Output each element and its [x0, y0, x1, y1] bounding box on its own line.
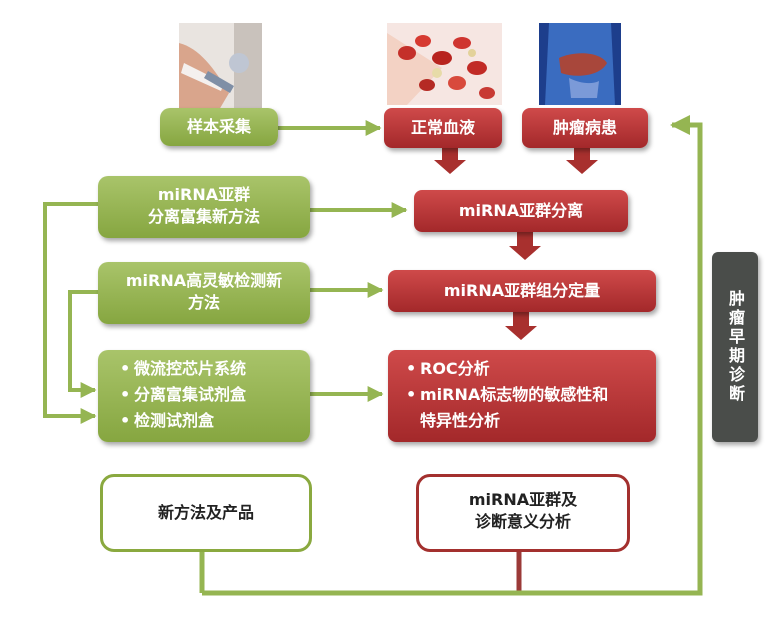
product-item: 微流控芯片系统: [120, 356, 310, 382]
analysis-list: ROC分析 miRNA标志物的敏感性和: [406, 356, 656, 408]
analysis-box: ROC分析 miRNA标志物的敏感性和 特异性分析: [388, 350, 656, 442]
detection-method-box: miRNA高灵敏检测新 方法: [98, 262, 310, 324]
products-list: 微流控芯片系统 分离富集试剂盒 检测试剂盒: [120, 356, 310, 434]
normal-blood-box: 正常血液: [384, 108, 502, 148]
sample-collection-box: 样本采集: [160, 108, 278, 146]
early-diagnosis-label: 肿瘤早期诊断: [726, 290, 745, 404]
early-diagnosis-panel: 肿瘤早期诊断: [712, 252, 758, 442]
blood-cells-photo: [387, 23, 502, 105]
products-box: 微流控芯片系统 分离富集试剂盒 检测试剂盒: [98, 350, 310, 442]
normal-blood-label: 正常血液: [410, 118, 475, 137]
enrichment-method-box: miRNA亚群 分离富集新方法: [98, 176, 310, 238]
separation-label: miRNA亚群分离: [458, 201, 584, 220]
detection-method-line1: miRNA高灵敏检测新: [125, 271, 283, 290]
diagnosis-line1: miRNA亚群及: [468, 490, 578, 509]
tumor-patient-box: 肿瘤病患: [522, 108, 648, 148]
analysis-item: ROC分析: [406, 356, 656, 382]
diagnosis-line2: 诊断意义分析: [474, 512, 571, 531]
new-methods-box: 新方法及产品: [100, 474, 312, 552]
analysis-item: miRNA标志物的敏感性和: [406, 382, 656, 408]
diagnosis-analysis-box: miRNA亚群及 诊断意义分析: [416, 474, 630, 552]
product-item: 检测试剂盒: [120, 408, 310, 434]
quantification-label: miRNA亚群组分定量: [443, 281, 601, 300]
sample-collection-label: 样本采集: [186, 117, 251, 136]
blood-draw-photo: [179, 23, 262, 110]
analysis-item-continued: 特异性分析: [420, 411, 501, 430]
quantification-box: miRNA亚群组分定量: [388, 270, 656, 312]
separation-box: miRNA亚群分离: [414, 190, 628, 232]
enrichment-method-line2: 分离富集新方法: [147, 207, 260, 226]
tumor-patient-label: 肿瘤病患: [552, 118, 617, 137]
detection-method-line2: 方法: [187, 293, 220, 312]
new-methods-label: 新方法及产品: [157, 503, 254, 522]
product-item: 分离富集试剂盒: [120, 382, 310, 408]
enrichment-method-line1: miRNA亚群: [157, 185, 251, 204]
liver-anatomy-photo: [539, 23, 621, 105]
